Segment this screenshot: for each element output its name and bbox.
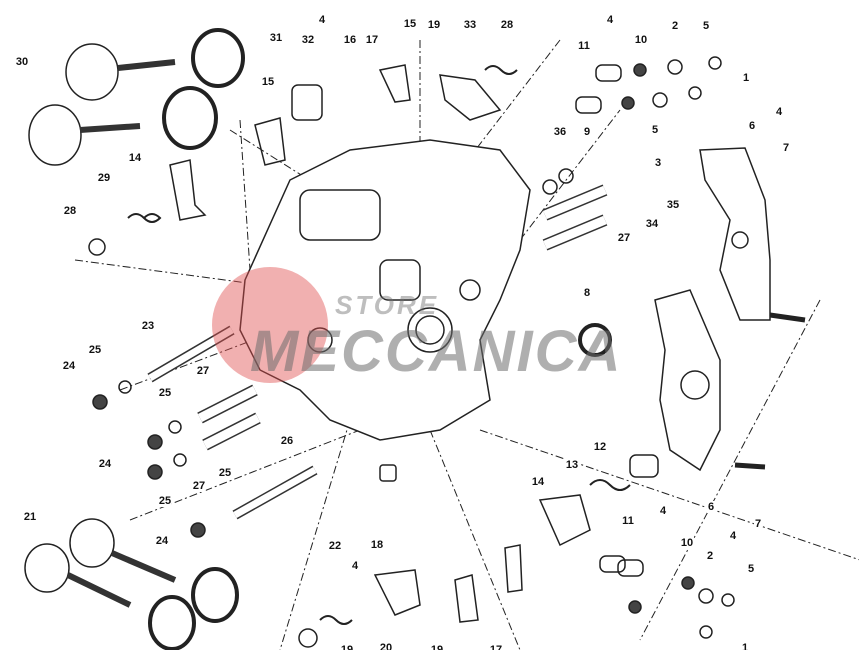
part-callout: 5: [701, 20, 711, 32]
part-callout: 4: [658, 505, 668, 517]
part-callout: 25: [157, 495, 173, 507]
watermark-line2: MECCANICA: [250, 319, 623, 384]
part-callout: 32: [300, 34, 316, 46]
part-callout: 25: [157, 387, 173, 399]
part-callout: 27: [195, 365, 211, 377]
part-callout: 23: [140, 320, 156, 332]
part-callout: 4: [350, 560, 360, 572]
part-callout: 19: [339, 644, 355, 650]
part-callout: 14: [127, 152, 143, 164]
part-callout: 29: [96, 172, 112, 184]
part-callout: 24: [97, 458, 113, 470]
cylinder-head: [239, 139, 531, 441]
part-callout: 28: [62, 205, 78, 217]
part-callout: 35: [665, 199, 681, 211]
part-callout: 36: [552, 126, 568, 138]
part-callout: 10: [679, 537, 695, 549]
part-callout: 7: [781, 142, 791, 154]
watermark-line1: STORE: [335, 290, 440, 320]
part-callout: 2: [670, 20, 680, 32]
part-callout: 27: [191, 480, 207, 492]
part-callout: 4: [605, 14, 615, 26]
part-callout: 6: [747, 120, 757, 132]
part-callout: 17: [364, 34, 380, 46]
part-callout: 8: [582, 287, 592, 299]
part-callout: 24: [154, 535, 170, 547]
part-callout: 24: [61, 360, 77, 372]
part-callout: 12: [592, 441, 608, 453]
part-callout: 1: [741, 72, 751, 84]
part-callout: 10: [633, 34, 649, 46]
part-callout: 21: [22, 511, 38, 523]
part-callout: 20: [378, 642, 394, 650]
part-callout: 5: [746, 563, 756, 575]
part-callout: 33: [462, 19, 478, 31]
part-callout: 18: [369, 539, 385, 551]
part-callout: 11: [621, 515, 635, 527]
part-callout: 4: [774, 106, 784, 118]
part-callout: 11: [577, 40, 591, 52]
part-callout: 6: [706, 501, 716, 513]
part-callout: 27: [616, 232, 632, 244]
part-callout: 31: [268, 32, 284, 44]
part-callout: 15: [260, 76, 276, 88]
part-callout: 4: [728, 530, 738, 542]
part-callout: 7: [753, 518, 763, 530]
part-callout: 1: [740, 642, 750, 650]
part-callout: 19: [426, 19, 442, 31]
part-callout: 16: [342, 34, 358, 46]
part-callout: 19: [429, 644, 445, 650]
part-callout: 26: [279, 435, 295, 447]
part-callout: 34: [644, 218, 660, 230]
part-callout: 15: [402, 18, 418, 30]
part-callout: 13: [564, 459, 580, 471]
part-callout: 3: [653, 157, 663, 169]
part-callout: 14: [530, 476, 546, 488]
part-callout: 17: [488, 644, 504, 650]
part-callout: 4: [317, 14, 327, 26]
part-callout: 22: [327, 540, 343, 552]
part-callout: 2: [705, 550, 715, 562]
part-callout: 30: [14, 56, 30, 68]
part-callout: 5: [650, 124, 660, 136]
part-callout: 25: [87, 344, 103, 356]
part-callout: 9: [582, 126, 592, 138]
part-callout: 28: [499, 19, 515, 31]
part-callout: 25: [217, 467, 233, 479]
